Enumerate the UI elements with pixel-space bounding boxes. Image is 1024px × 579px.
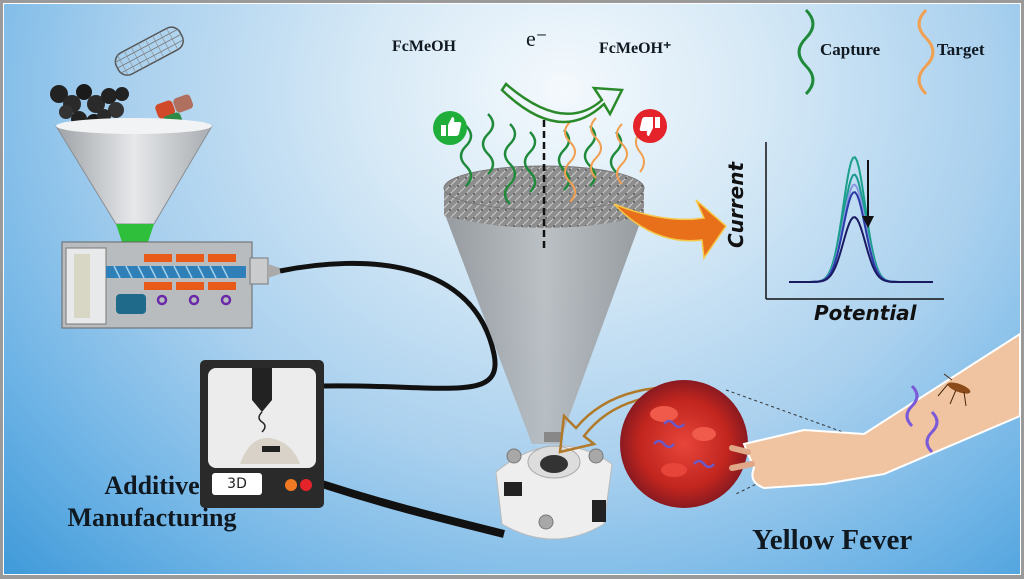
down-arrow-icon: [862, 160, 874, 228]
title-line-2: Manufacturing: [67, 503, 237, 532]
sensor-device: [495, 432, 613, 540]
trace-1: [789, 156, 933, 283]
carbon-nanotube: [114, 26, 185, 77]
blood-sample-magnified: [620, 380, 748, 508]
legend-target-label: Target: [937, 40, 985, 59]
thumbs-down-icon: [633, 109, 667, 143]
cable-top: [279, 260, 498, 391]
printer-badge: 3D: [212, 473, 262, 495]
illustration: [50, 26, 1020, 540]
sample-arrow: [558, 386, 660, 454]
cable-bottom: [320, 480, 505, 538]
capture-strands: [459, 113, 623, 205]
target-legend-icon: [917, 8, 935, 96]
extruder-machine: [50, 26, 280, 329]
title-line-1: Additive: [104, 471, 200, 500]
y-axis-label: Current: [724, 161, 748, 248]
thumbs-up-icon: [433, 111, 467, 145]
target-strands: [564, 117, 645, 203]
x-axis-label: Potential: [814, 301, 917, 325]
3d-printer-icon: [200, 360, 324, 508]
electron-transfer-arrow: [500, 82, 624, 124]
legend-strands: [797, 8, 935, 96]
section-title-right: Yellow Fever: [752, 524, 913, 556]
trace-3: [789, 183, 933, 283]
signal-arrow: [613, 199, 727, 261]
voltammogram-chart: [765, 142, 944, 300]
trace-4: [789, 191, 933, 283]
electron-label: e⁻: [526, 26, 548, 51]
product-label: FcMeOH⁺: [599, 40, 672, 57]
section-title-left: Additive Manufacturing: [62, 470, 242, 534]
reactant-label: FcMeOH: [392, 38, 456, 55]
capture-legend-icon: [797, 8, 815, 96]
graphical-abstract: FcMeOH e⁻ FcMeOH⁺ Capture Target Current…: [3, 3, 1021, 575]
mosquito-icon: [937, 373, 971, 407]
electrode-cone: [444, 212, 644, 444]
legend-capture-label: Capture: [820, 40, 881, 59]
arm-illustration: [729, 332, 1020, 490]
virus-dna-icons: [905, 384, 939, 454]
trace-5: [789, 216, 933, 283]
